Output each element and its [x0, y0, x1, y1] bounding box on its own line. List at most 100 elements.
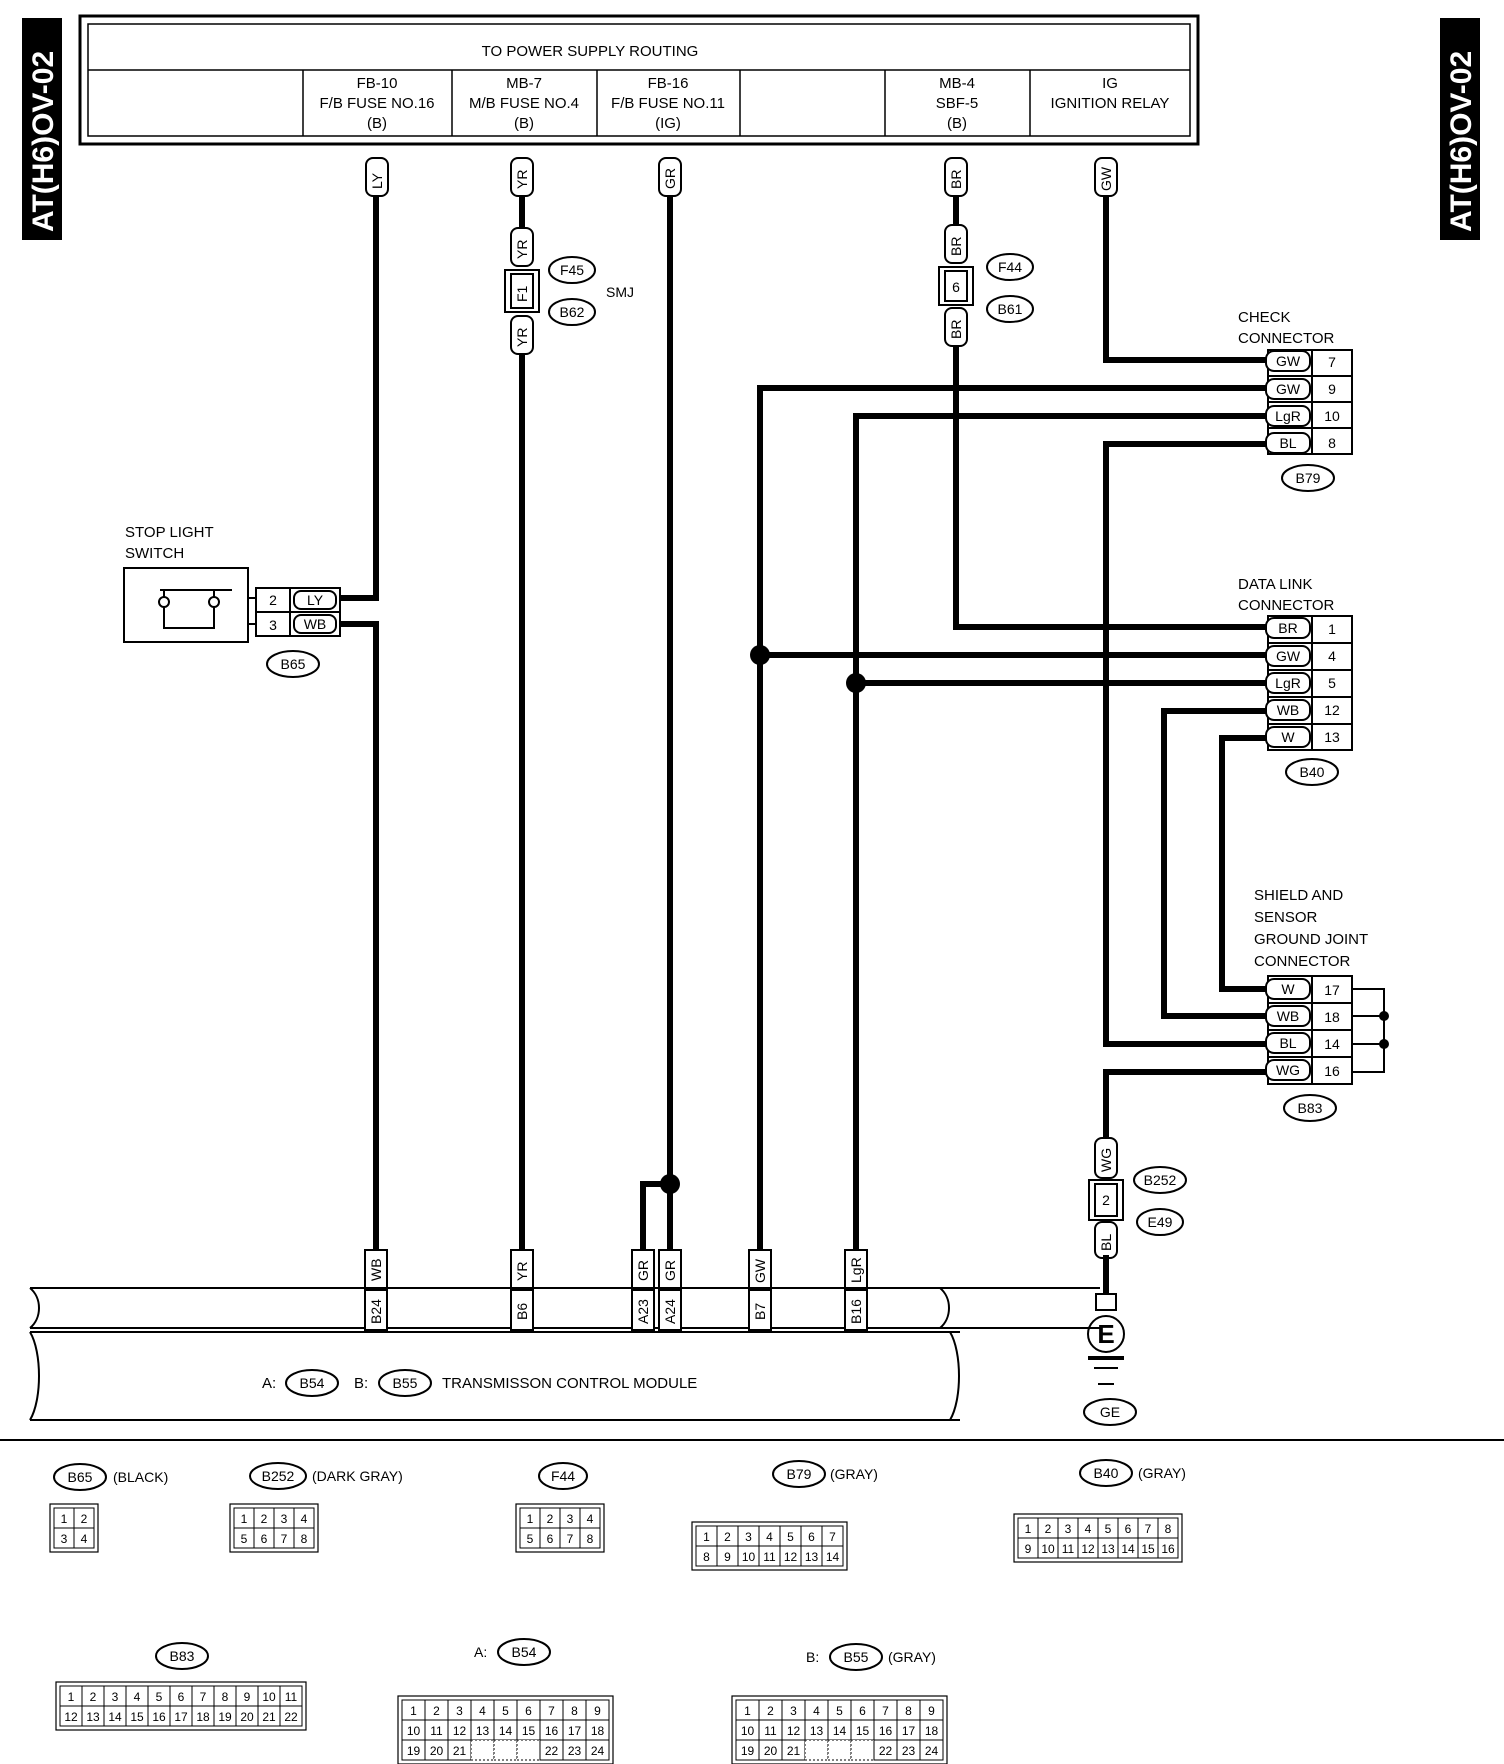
legend-pin-number: 2 — [90, 1690, 97, 1704]
legend-pin-number: 7 — [567, 1532, 574, 1546]
legend-pin-number: 14 — [108, 1710, 122, 1724]
svg-text:(GRAY): (GRAY) — [888, 1649, 936, 1665]
ground-e-symbol: E — [1097, 1319, 1114, 1349]
connector-b83-label: B83 — [1298, 1100, 1323, 1116]
legend-pin-number: 22 — [879, 1744, 893, 1758]
svg-text:WG: WG — [1276, 1062, 1300, 1078]
legend-pin-cell — [919, 1739, 944, 1761]
connector-b40-label: B40 — [1300, 764, 1325, 780]
wire-lgr-b16 — [853, 413, 1271, 1253]
legend-pin-number: 8 — [571, 1704, 578, 1718]
legend-pin-number: 22 — [284, 1710, 298, 1724]
legend-pin-number: 4 — [479, 1704, 486, 1718]
svg-text:B6: B6 — [514, 1303, 530, 1320]
legend-pin-number: 5 — [527, 1532, 534, 1546]
legend-pin-number: 19 — [741, 1744, 755, 1758]
legend-grid-outline — [731, 1695, 948, 1764]
legend-pin-number: 16 — [152, 1710, 166, 1724]
legend-pin-cell — [1157, 1537, 1179, 1559]
wire-label: BR — [944, 157, 968, 197]
legend-pin-number: 1 — [61, 1512, 68, 1526]
svg-text:GW: GW — [1098, 166, 1114, 191]
shield-ground-joint-connector: SHIELD AND SENSOR GROUND JOINT CONNECTOR… — [1254, 887, 1389, 1122]
legend-pin-number: 7 — [281, 1532, 288, 1546]
legend-pin-number: 9 — [594, 1704, 601, 1718]
svg-text:10: 10 — [1324, 408, 1340, 424]
svg-text:W: W — [1281, 981, 1295, 997]
legend-pin-number: 8 — [905, 1704, 912, 1718]
svg-text:2: 2 — [1102, 1192, 1110, 1208]
svg-text:BR: BR — [948, 320, 964, 339]
legend-pin-number: 17 — [174, 1710, 188, 1724]
wire-br — [953, 193, 1271, 630]
svg-text:SENSOR: SENSOR — [1254, 909, 1318, 926]
legend-pin-number: 18 — [196, 1710, 210, 1724]
power-supply-title: TO POWER SUPPLY ROUTING — [482, 43, 699, 60]
svg-text:YR: YR — [514, 328, 530, 347]
legend-pin-number: 15 — [856, 1724, 870, 1738]
legend-pin-number: 12 — [784, 1550, 798, 1564]
svg-text:(IG): (IG) — [655, 115, 681, 132]
svg-text:13: 13 — [1324, 729, 1340, 745]
svg-text:LY: LY — [369, 172, 385, 189]
legend-grid-outline — [229, 1503, 319, 1553]
connector-f45-label: F45 — [560, 262, 584, 278]
svg-text:GW: GW — [752, 1258, 768, 1283]
svg-text:A24: A24 — [662, 1299, 678, 1324]
legend-pin-number: 8 — [301, 1532, 308, 1546]
legend-pin-cell — [279, 1705, 303, 1727]
legend-pin-number: 11 — [1062, 1542, 1075, 1556]
legend-pin-number: 19 — [218, 1710, 232, 1724]
legend-pin-cell — [73, 1527, 95, 1549]
svg-text:A23: A23 — [635, 1299, 651, 1324]
legend-pin-number: 7 — [829, 1530, 836, 1544]
legend-grid-outline — [1013, 1513, 1183, 1563]
supply-fb10: FB-10 F/B FUSE NO.16 (B) — [319, 75, 434, 132]
legend-pin-number: 4 — [766, 1530, 773, 1544]
svg-text:7: 7 — [1328, 354, 1336, 370]
svg-text:(DARK GRAY): (DARK GRAY) — [312, 1468, 403, 1484]
svg-text:GR: GR — [662, 1260, 678, 1281]
legend-pin-number: 20 — [240, 1710, 254, 1724]
svg-text:F/B FUSE NO.11: F/B FUSE NO.11 — [611, 95, 725, 112]
svg-text:MB-7: MB-7 — [506, 75, 542, 92]
svg-text:9: 9 — [1328, 381, 1336, 397]
supply-mb4: MB-4 SBF-5 (B) — [936, 75, 979, 132]
legend-grid-outline — [397, 1695, 614, 1764]
tcm-title: TRANSMISSON CONTROL MODULE — [442, 1375, 697, 1392]
svg-text:BR: BR — [948, 170, 964, 189]
svg-text:(GRAY): (GRAY) — [830, 1466, 878, 1482]
legend-pin-number: 11 — [285, 1690, 298, 1704]
legend-pin-number: 3 — [281, 1512, 288, 1526]
legend-pin-number: 12 — [453, 1724, 467, 1738]
legend-pin-number: 8 — [703, 1550, 710, 1564]
legend-pin-number: 17 — [568, 1724, 582, 1738]
legend-pin-number: 4 — [81, 1532, 88, 1546]
legend-pin-number: 1 — [1025, 1522, 1032, 1536]
transmission-control-module: WB B24 YR B6 GR A23 GR A24 GW B7 LgR B16… — [29, 1249, 1100, 1421]
legend-pin-number: 20 — [764, 1744, 778, 1758]
svg-text:YR: YR — [514, 170, 530, 189]
wire-labels-top: LY YR GR BR GW — [365, 157, 1118, 197]
side-tag-right: AT(H6)OV-02 — [1440, 18, 1480, 240]
legend-pin-number: 4 — [1085, 1522, 1092, 1536]
legend-pin-number: 11 — [763, 1550, 776, 1564]
legend-pin-number: 2 — [547, 1512, 554, 1526]
legend-pin-number: 11 — [430, 1724, 443, 1738]
svg-text:E49: E49 — [1148, 1214, 1173, 1230]
svg-text:WB: WB — [1277, 1008, 1300, 1024]
svg-text:F1: F1 — [514, 285, 530, 302]
tcm-terminal-b24: WB B24 — [364, 1249, 388, 1331]
legend-pin-number: 6 — [261, 1532, 268, 1546]
svg-text:FB-16: FB-16 — [648, 75, 689, 92]
legend-pin-number: 15 — [522, 1724, 536, 1738]
legend-pin-number: 5 — [241, 1532, 248, 1546]
legend-pin-number: 3 — [790, 1704, 797, 1718]
svg-text:A:: A: — [474, 1644, 487, 1660]
svg-text:AT(H6)OV-02: AT(H6)OV-02 — [1445, 51, 1478, 232]
legend-pin-number: 1 — [241, 1512, 248, 1526]
svg-text:B:: B: — [354, 1375, 368, 1392]
